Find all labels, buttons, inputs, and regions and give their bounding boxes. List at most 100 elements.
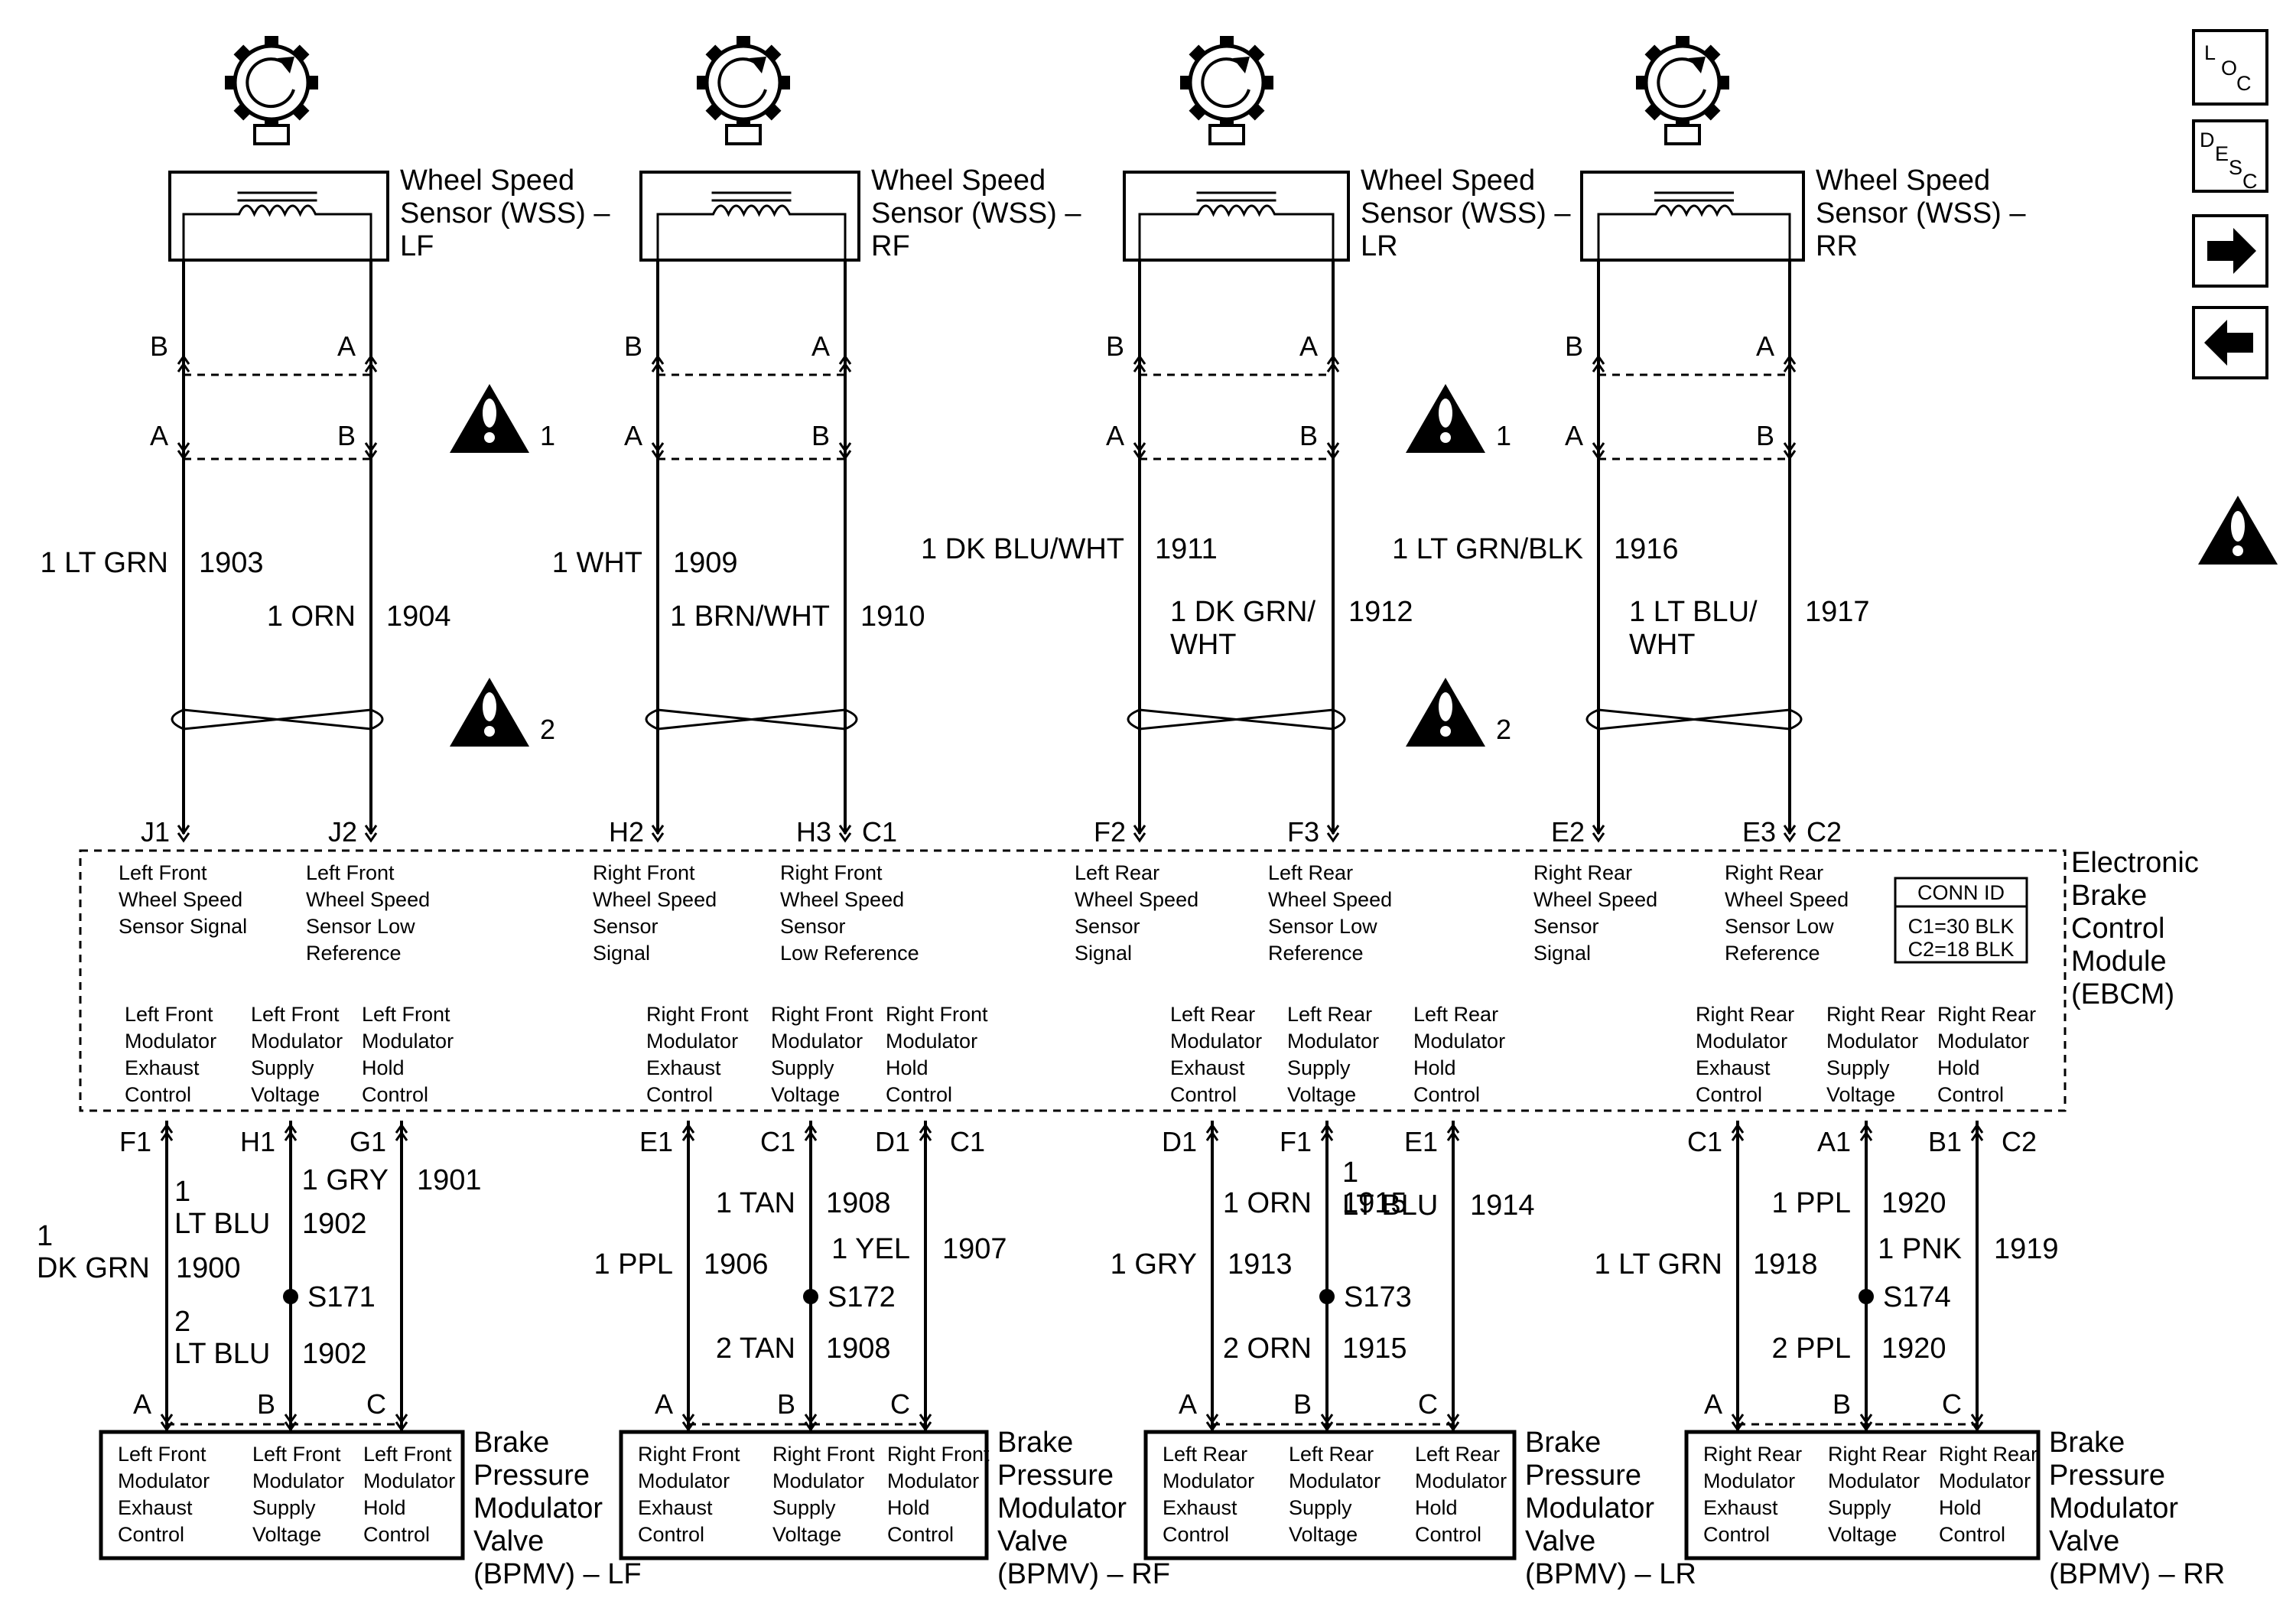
top-pin-A: A (337, 330, 356, 362)
bpmv-supply-label-rf-line-0: Right Front (772, 1443, 875, 1466)
bpmv-title-lr-line-3: Valve (1525, 1525, 1595, 1557)
ebcm-hold-label-rf-line-2: Hold (886, 1056, 928, 1079)
bpmv-hold-label-rf-line-1: Modulator (887, 1469, 979, 1492)
desc-button[interactable]: D E S C (2192, 119, 2268, 193)
bpmv-box-lf (99, 1430, 465, 1560)
wire-number-left: 1903 (199, 547, 264, 579)
bpmv-exhaust-label-rf-line-0: Right Front (638, 1443, 740, 1466)
splice-dot (803, 1289, 818, 1304)
ebcm-ref-label-lf-line-0: Left Front (306, 861, 395, 884)
svg-text:Brake: Brake (2071, 880, 2147, 912)
ebcm-hold-label-lf-line-3: Control (362, 1083, 428, 1106)
bpmv-title-lf-line-4: (BPMV) – LF (473, 1558, 642, 1590)
ebcm-exhaust-label-rf-line-3: Control (646, 1083, 713, 1106)
bpmv-hold-label-rr-line-2: Hold (1939, 1496, 1982, 1519)
supply-bottom-color: 2 ORN (1223, 1333, 1312, 1365)
ebcm-ref-label-lr-line-0: Left Rear (1268, 861, 1353, 884)
splice-label-S174: S174 (1883, 1281, 1951, 1313)
ebcm-exhaust-label-rr-line-1: Modulator (1696, 1030, 1787, 1053)
loc-button[interactable]: L O C (2192, 29, 2268, 106)
ebcm-exhaust-label-lr-line-1: Modulator (1170, 1030, 1262, 1053)
next-page-button[interactable] (2192, 214, 2268, 288)
wire-number-right: 1910 (860, 600, 925, 633)
top-pin-A: A (1299, 330, 1318, 362)
ebcm-signal-label-rr-line-3: Signal (1533, 942, 1591, 965)
wire-color-right: 1 ORN (267, 600, 356, 633)
bpmv-exhaust-label-rr-line-2: Exhaust (1703, 1496, 1778, 1519)
supply-bottom-gauge: 2 (174, 1306, 190, 1338)
ebcm-hold-label-rf-line-0: Right Front (886, 1003, 988, 1026)
wss-box-rr (1580, 171, 1805, 262)
bpmv-exhaust-label-rf-line-2: Exhaust (638, 1496, 713, 1519)
supply-bottom-number: 1915 (1342, 1333, 1407, 1365)
top-pin-B: B (150, 330, 168, 362)
valve-pin-B: B (1833, 1388, 1851, 1420)
desc-letter-s: S (2229, 156, 2242, 179)
warning-triangle-icon-number: 1 (540, 420, 555, 451)
ebcm-supply-label-rf-line-2: Supply (771, 1056, 834, 1079)
ebcm-supply-label-lf-line-3: Voltage (251, 1083, 320, 1106)
bpmv-box-rr (1684, 1430, 2041, 1560)
ebcm-hold-label-lf-line-0: Left Front (362, 1003, 450, 1026)
svg-text:Module: Module (2071, 945, 2167, 978)
top-pin-A: A (1756, 330, 1774, 362)
ebcm-supply-label-lf-line-2: Supply (251, 1056, 314, 1079)
ebcm-ref-label-rf-line-3: Low Reference (780, 942, 919, 965)
supply-top-number: 1920 (1881, 1187, 1946, 1219)
ebcm-hold-label-lr-line-1: Modulator (1413, 1030, 1505, 1053)
ebcm-supply-label-rr-line-1: Modulator (1826, 1030, 1918, 1053)
ebcm-ref-label-lf-line-3: Reference (306, 942, 402, 965)
splice-label-S171: S171 (307, 1281, 376, 1313)
splice-label-S172: S172 (828, 1281, 896, 1313)
splice-dot (1319, 1289, 1335, 1304)
ebcm-supply-label-lf-line-0: Left Front (251, 1003, 340, 1026)
svg-text:Control: Control (2071, 913, 2165, 945)
valve-pin-B: B (257, 1388, 275, 1420)
wire-color-left: 1 LT GRN/BLK (1392, 533, 1583, 565)
bpmv-title-rr-line-3: Valve (2049, 1525, 2119, 1557)
bpmv-hold-label-rr-line-0: Right Rear (1939, 1443, 2037, 1466)
ebcm-ref-label-rf-line-1: Wheel Speed (780, 888, 904, 911)
mid-pin-B: B (811, 420, 830, 451)
bpmv-title-rf-line-1: Pressure (997, 1459, 1114, 1492)
bpmv-exhaust-label-lf-line-0: Left Front (118, 1443, 207, 1466)
svg-text:Electronic: Electronic (2071, 847, 2199, 879)
hold-wire-color: 1 YEL (831, 1233, 910, 1265)
wire-number-right: 1912 (1348, 596, 1413, 628)
ebcm-pin-F1: F1 (1280, 1126, 1312, 1157)
ebcm-supply-label-lf-line-1: Modulator (251, 1030, 343, 1053)
svg-text:C2=18 BLK: C2=18 BLK (1908, 938, 2015, 961)
ebcm-supply-label-rf-line-0: Right Front (771, 1003, 873, 1026)
valve-pin-B: B (1293, 1388, 1312, 1420)
prev-page-button[interactable] (2192, 306, 2268, 379)
hold-wire-color: 1 GRY (302, 1164, 389, 1196)
mid-pin-B: B (1756, 420, 1774, 451)
exhaust-wire-number: 1913 (1228, 1248, 1293, 1280)
bpmv-exhaust-label-lf-line-1: Modulator (118, 1469, 210, 1492)
exhaust-wire-gauge: 1 (37, 1220, 53, 1252)
wire-color-left: 1 DK BLU/WHT (921, 533, 1124, 565)
wss-title-lr-line-1: Sensor (WSS) – (1361, 197, 1571, 229)
ebcm-pin-C1: C1 (1687, 1126, 1722, 1157)
ebcm-pin-F3: F3 (1287, 816, 1319, 848)
wss-title-rr-line-0: Wheel Speed (1816, 164, 1990, 197)
bpmv-supply-label-lf-line-0: Left Front (252, 1443, 341, 1466)
hold-wire-color: 1 PNK (1878, 1233, 1962, 1265)
ebcm-ref-label-lf-line-1: Wheel Speed (306, 888, 430, 911)
supply-bottom-number: 1920 (1881, 1333, 1946, 1365)
arrow-right-icon (2207, 228, 2256, 274)
wss-title-rf-line-2: RF (871, 230, 910, 262)
supply-top-color: 1 ORN (1223, 1187, 1312, 1219)
bpmv-supply-label-lr-line-1: Modulator (1289, 1469, 1381, 1492)
mid-pin-A: A (150, 420, 168, 451)
bpmv-supply-label-rf-line-1: Modulator (772, 1469, 864, 1492)
ebcm-ref-label-rr-line-3: Reference (1725, 942, 1820, 965)
bpmv-title-lr-line-4: (BPMV) – LR (1525, 1558, 1696, 1590)
warning-triangle-icon-number: 1 (1496, 420, 1511, 451)
ebcm-pin-E2: E2 (1551, 816, 1585, 848)
bpmv-hold-label-lf-line-2: Hold (363, 1496, 406, 1519)
bpmv-hold-label-lf-line-0: Left Front (363, 1443, 452, 1466)
